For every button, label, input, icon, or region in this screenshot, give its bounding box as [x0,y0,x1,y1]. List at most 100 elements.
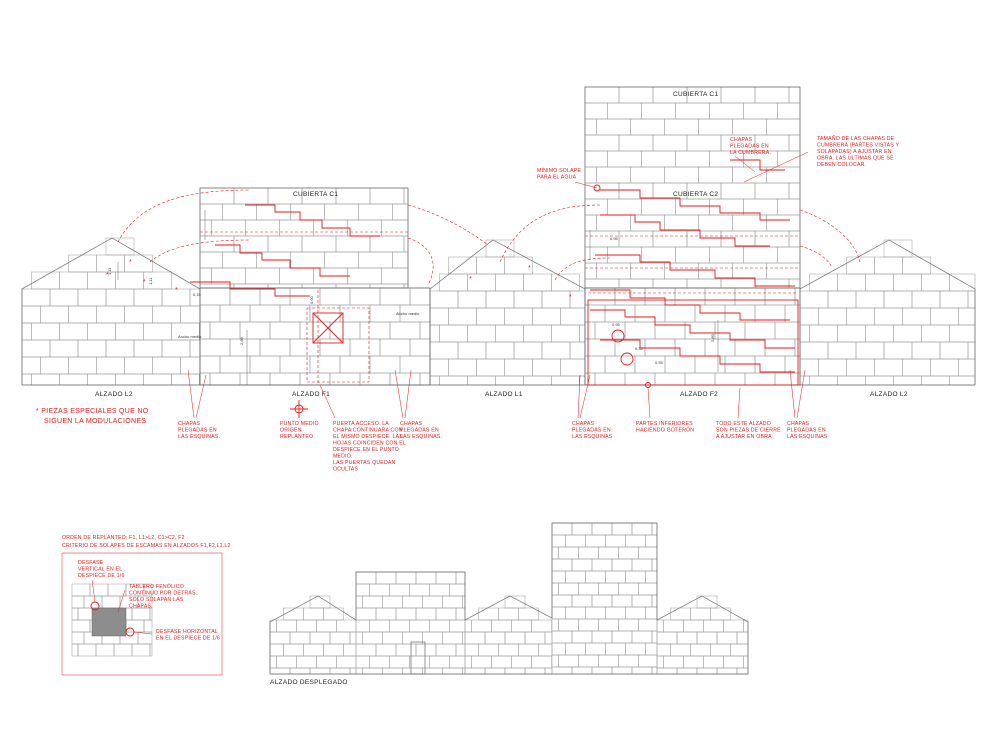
scale-tile [21,356,41,375]
scale-tile [618,230,654,248]
scale-tile [541,290,571,309]
scale-tile [269,667,291,675]
scale-tile [87,322,116,341]
scale-tile [68,305,97,324]
scale-tile [429,619,450,633]
dim-text-2: 1,11 [148,277,153,285]
scale-tile [467,375,496,386]
scale-tile [299,372,331,386]
scale-tile [698,166,733,184]
scale-tile [495,273,524,292]
scale-tile [389,321,421,340]
scale-tile [611,594,633,608]
scale-tile [578,654,599,668]
scale-tile [429,324,440,343]
scale-tile [180,356,201,375]
scale-tile [591,558,613,572]
scale-tile [690,607,711,621]
scale-tile [585,570,606,584]
scale-tile [675,150,710,168]
dim-text-8: 2,89 [710,333,715,342]
scale-tile [359,321,391,340]
scale-tile [569,341,586,360]
label-cubierta-c1-tower: CUBIERTA C1 [673,91,718,98]
scale-tile [105,237,135,256]
scale-tile [276,619,297,633]
scale-tile [395,607,417,621]
scale-tile [698,214,733,232]
scale-tile [788,182,801,200]
scale-tile [349,631,357,645]
scale-tile [754,304,786,323]
scale-tile [630,262,665,280]
scale-tile [584,102,608,120]
scale-tile [591,630,613,644]
scale-tile [476,358,505,377]
scale-tile [846,307,875,326]
scale-tile [403,283,409,289]
scale-tile [303,643,324,657]
scale-tile [267,283,303,289]
scale-tile [113,643,133,657]
scale-tile [296,655,317,669]
door-outline [306,307,370,383]
scale-tile [584,214,597,232]
scale-tile [71,607,79,621]
detail-desfase-horizontal: DESFASE HORIZONTAL EN EL DESPIECE DE 1/6 [156,629,220,642]
scale-tile [799,341,829,360]
legend-line-2: SIGUEN LA MODULACIONES [44,418,146,425]
scale-tile [744,321,776,340]
scale-tile [664,304,696,323]
scale-tile [624,372,656,386]
scale-tile [379,287,411,306]
scale-tile [504,667,526,675]
scale-tile [279,267,314,285]
scale-tile [720,86,756,104]
scale-tile [349,667,357,675]
scale-tile [605,570,626,584]
scale-tile [199,219,212,237]
scale-tile [754,230,790,248]
leader-lines [187,151,809,419]
scale-tile [498,607,519,621]
scale-tile [369,655,390,669]
scale-tile [651,666,658,675]
scale-tile [788,86,801,104]
scale-tile [362,631,383,645]
arc-tower-right [799,209,861,263]
scale-tile [439,324,468,343]
scale-tile [389,583,410,597]
scale-tile [289,338,321,357]
scale-tile [279,355,311,374]
scale-tile [375,607,397,621]
scale-tile [618,618,639,632]
scale-tile [409,583,430,597]
label-cubierta-c2: CUBIERTA C2 [673,191,718,198]
scale-tile [392,203,409,221]
scale-tile [457,341,487,360]
scale-tile [245,267,280,285]
scale-tile [133,288,163,307]
scale-tile [788,230,801,248]
scale-tile [683,619,704,633]
scale-tile [449,619,466,633]
scale-tile [339,304,371,323]
scale-tile [764,338,796,357]
circle-f2-a [611,329,625,343]
scale-tile [40,356,69,375]
scale-tile [902,307,931,326]
scale-tile [31,322,60,341]
scale-tile [283,607,304,621]
scale-tile [513,341,543,360]
scale-tile [484,631,506,645]
scale-tile [967,290,976,309]
scale-tile [71,619,91,633]
scale-tile [290,251,325,269]
scale-tile [809,375,838,386]
note-chapas-esquinas-3: CHAPAS PLEGADAS EN LAS ESQUINAS [572,421,613,440]
scale-tile [101,595,121,609]
star-3: * [143,279,146,286]
detail-frame [61,552,223,676]
scale-tile [464,655,472,669]
step-t-f [600,339,795,373]
